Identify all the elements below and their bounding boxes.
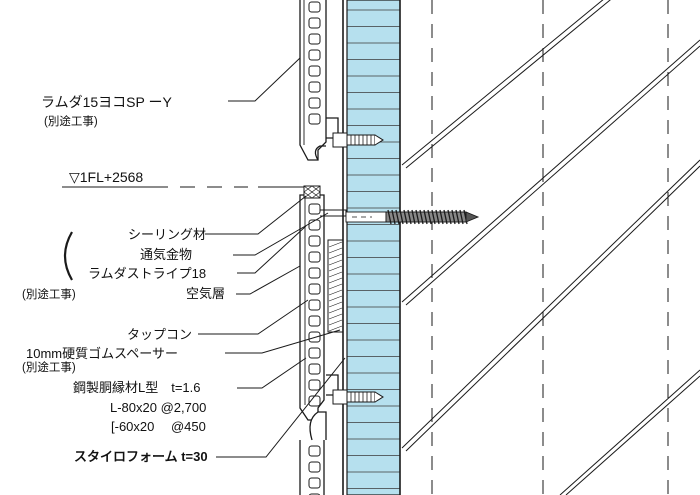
label-separate-work: (別途工事) — [22, 287, 76, 301]
label-rubber-spacer-sub: (別途工事) — [22, 360, 76, 374]
concrete-wall — [399, 0, 700, 495]
label-rubber-spacer: 10mm硬質ゴムスペーサー — [26, 346, 178, 361]
sealing-block — [303, 185, 321, 199]
group-bracket — [63, 231, 73, 281]
tapcon-anchor — [345, 209, 480, 225]
lambda-panel-upper — [299, 0, 327, 161]
leader-lines — [62, 57, 346, 458]
label-l-section: L-80x20 @2,700 — [110, 400, 206, 415]
screw-lower — [332, 389, 384, 405]
rubber-spacer — [327, 239, 344, 333]
label-c-section: [-60x20 @450 — [111, 419, 206, 434]
styrofoam-insulation — [346, 0, 401, 495]
label-air-layer: 空気層 — [186, 286, 225, 301]
label-lambda-stripe: ラムダストライプ18 — [88, 266, 206, 281]
label-steel-furring: 鋼製胴縁材L型 t=1.6 — [73, 380, 201, 395]
screw-upper — [332, 132, 384, 148]
label-tapcon: タップコン — [127, 327, 192, 342]
label-lambda-y-sub: (別途工事) — [44, 114, 98, 128]
lambda-stripe-panel — [299, 194, 325, 421]
label-vent-metal: 通気金物 — [140, 247, 192, 262]
label-lambda-y: ラムダ15ヨコSP ーY — [41, 94, 172, 110]
lambda-panel-lower — [299, 440, 325, 495]
label-sealing: シーリング材 — [128, 227, 206, 242]
label-level: ▽1FL+2568 — [69, 169, 143, 185]
label-styrofoam: スタイロフォーム t=30 — [74, 449, 208, 464]
